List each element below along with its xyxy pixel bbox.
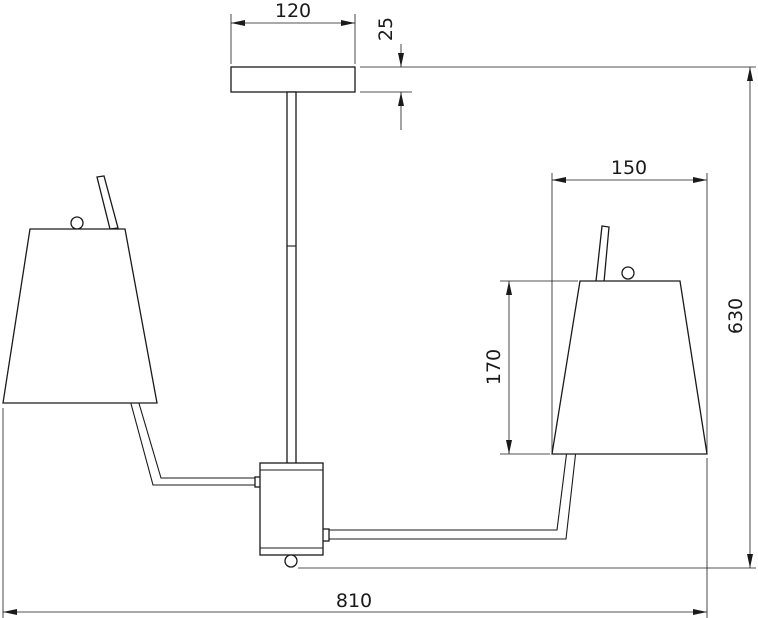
canopy-height-label: 25 xyxy=(375,17,397,41)
right-arm xyxy=(321,449,577,542)
shade-height-label: 170 xyxy=(483,349,505,385)
total-width-label: 810 xyxy=(336,590,372,612)
right-lamp-shade xyxy=(551,280,708,455)
dimension-total-height xyxy=(298,67,756,569)
dimension-canopy-width xyxy=(230,14,356,64)
total-height-label: 630 xyxy=(725,298,747,334)
ceiling-canopy xyxy=(230,66,356,93)
left-lamp-stem xyxy=(96,175,119,230)
left-arm xyxy=(129,399,263,488)
dimension-shade-height xyxy=(500,280,578,455)
right-shade-knob xyxy=(621,266,635,280)
dimension-canopy-height xyxy=(360,44,756,130)
left-lamp-shade xyxy=(2,228,158,404)
shade-width-label: 150 xyxy=(611,157,647,179)
right-lamp-stem xyxy=(595,225,610,283)
dimension-shade-width xyxy=(551,173,708,452)
down-rod xyxy=(286,91,297,465)
left-shade-knob xyxy=(70,216,84,230)
central-hub xyxy=(259,462,324,556)
hub-bottom-knob xyxy=(284,554,298,568)
canopy-width-label: 120 xyxy=(275,0,311,22)
dimension-total-width xyxy=(2,408,708,618)
